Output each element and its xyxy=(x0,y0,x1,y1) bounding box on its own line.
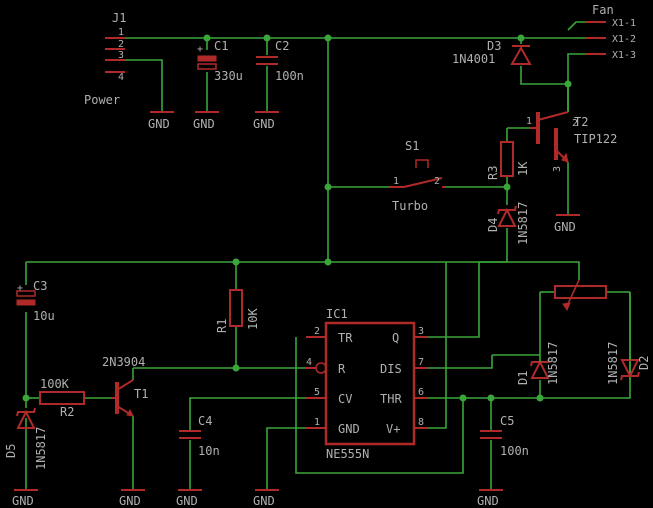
r1-value: 10K xyxy=(246,308,260,330)
diode-d5: D5 1N5817 xyxy=(4,407,48,470)
c3-plus: + xyxy=(17,283,23,294)
ic1-pin-1-num: 1 xyxy=(314,417,320,428)
c5-name: C5 xyxy=(500,414,514,428)
gnd-label-8: GND xyxy=(253,494,275,508)
potentiometer xyxy=(554,279,607,312)
d4-value: 1N5817 xyxy=(516,202,530,245)
j1-pin-1: 1 xyxy=(118,27,124,38)
transistor-t1: 2N3904 T1 xyxy=(102,355,148,417)
s1-pin-2: 2 xyxy=(434,176,440,187)
ic1-value: NE555N xyxy=(326,447,369,461)
t2-pin-3: 3 xyxy=(552,166,563,172)
r3-value: 1K xyxy=(516,161,530,176)
d2-name: D2 xyxy=(637,356,651,370)
resistor-r2: 100K R2 xyxy=(39,377,85,419)
switch-s1: S1 1 2 Turbo xyxy=(390,139,446,213)
diode-d1: D1 1N5817 xyxy=(516,330,560,385)
capacitor-c2: C2 100n xyxy=(256,39,304,83)
gnd-label-4: GND xyxy=(554,220,576,234)
capacitor-c5: C5 100n xyxy=(480,414,529,458)
d1-value: 1N5817 xyxy=(546,342,560,385)
d2-value: 1N5817 xyxy=(606,342,620,385)
ic1-pin-thr: THR xyxy=(380,392,402,406)
c2-name: C2 xyxy=(275,39,289,53)
t2-name: T2 xyxy=(574,115,588,129)
t1-value: 2N3904 xyxy=(102,355,145,369)
transistor-t2: 1 2 3 T2 TIP122 xyxy=(526,111,617,172)
s1-label: Turbo xyxy=(392,199,428,213)
gnd-label-1: GND xyxy=(148,117,170,131)
ic1-pin-q: Q xyxy=(392,331,399,345)
gnd-label-3: GND xyxy=(253,117,275,131)
j1-pin-3: 3 xyxy=(118,50,124,61)
ic1-pin-gnd: GND xyxy=(338,422,360,436)
connector-j1: J1 1 2 3 4 Power xyxy=(84,11,126,107)
gnd-label-5: GND xyxy=(12,494,34,508)
s1-pin-1: 1 xyxy=(393,176,399,187)
c3-name: C3 xyxy=(33,279,47,293)
t2-pin-2: 2 xyxy=(572,118,578,129)
ic1-pin-2-num: 2 xyxy=(314,326,320,337)
d5-name: D5 xyxy=(4,444,18,458)
fan-pin-1: X1-1 xyxy=(612,18,636,29)
r3-name: R3 xyxy=(486,166,500,180)
c1-value: 330u xyxy=(214,69,243,83)
ic1-pin-5-num: 5 xyxy=(314,387,320,398)
d3-value: 1N4001 xyxy=(452,52,495,66)
j1-name: J1 xyxy=(112,11,126,25)
diode-d3: D3 1N4001 xyxy=(452,39,532,66)
capacitor-c3: + C3 10u xyxy=(16,279,55,323)
ic-555: IC1 NE555N 2 TR 4 R 5 CV 1 GND 3 Q 7 DIS… xyxy=(306,307,428,461)
ic1-name: IC1 xyxy=(326,307,348,321)
ic1-pin-vplus: V+ xyxy=(386,422,400,436)
resistor-r3: R3 1K xyxy=(486,141,530,180)
gnd-label-9: GND xyxy=(477,494,499,508)
j1-pin-4: 4 xyxy=(118,72,124,83)
c4-value: 10n xyxy=(198,444,220,458)
j1-label: Power xyxy=(84,93,120,107)
s1-name: S1 xyxy=(405,139,419,153)
d5-value: 1N5817 xyxy=(34,427,48,470)
gnd-label-2: GND xyxy=(193,117,215,131)
ic1-pin-4-num: 4 xyxy=(306,357,312,368)
fan-pin-2: X1-2 xyxy=(612,34,636,45)
r2-value: 100K xyxy=(40,377,70,391)
ic1-pin-7-num: 7 xyxy=(418,357,424,368)
gnd-label-7: GND xyxy=(176,494,198,508)
d3-name: D3 xyxy=(487,39,501,53)
c4-name: C4 xyxy=(198,414,212,428)
ic1-pin-cv: CV xyxy=(338,392,352,406)
c5-value: 100n xyxy=(500,444,529,458)
junctions xyxy=(22,34,572,402)
c1-plus: + xyxy=(197,44,203,55)
r1-name: R1 xyxy=(215,319,229,333)
ic1-pin-8-num: 8 xyxy=(418,417,424,428)
diode-d4: D4 1N5817 xyxy=(486,202,530,245)
capacitor-c4: C4 10n xyxy=(179,414,220,458)
ic1-pin-dis: DIS xyxy=(380,362,402,376)
c2-value: 100n xyxy=(275,69,304,83)
capacitor-c1: + C1 330u xyxy=(197,39,243,83)
d4-name: D4 xyxy=(486,218,500,232)
r2-name: R2 xyxy=(60,405,74,419)
diode-d2: 1N5817 D2 xyxy=(606,292,651,385)
ic1-pin-tr: TR xyxy=(338,331,353,345)
connector-fan: Fan X1-1 X1-2 X1-3 xyxy=(567,3,636,61)
c1-name: C1 xyxy=(214,39,228,53)
ground-symbols: GND GND GND GND GND GND GND GND GND xyxy=(12,111,580,508)
fan-pin-3: X1-3 xyxy=(612,50,636,61)
ic1-pin-r: R xyxy=(338,362,346,376)
ic1-pin-6-num: 6 xyxy=(418,387,424,398)
t2-value: TIP122 xyxy=(574,132,617,146)
gnd-label-6: GND xyxy=(119,494,141,508)
fan-name: Fan xyxy=(592,3,614,17)
c3-value: 10u xyxy=(33,309,55,323)
j1-pin-2: 2 xyxy=(118,39,124,50)
t2-pin-1: 1 xyxy=(526,116,532,127)
resistor-r1: R1 10K xyxy=(215,289,260,333)
ic1-pin-3-num: 3 xyxy=(418,326,424,337)
t1-name: T1 xyxy=(134,387,148,401)
d1-name: D1 xyxy=(516,371,530,385)
